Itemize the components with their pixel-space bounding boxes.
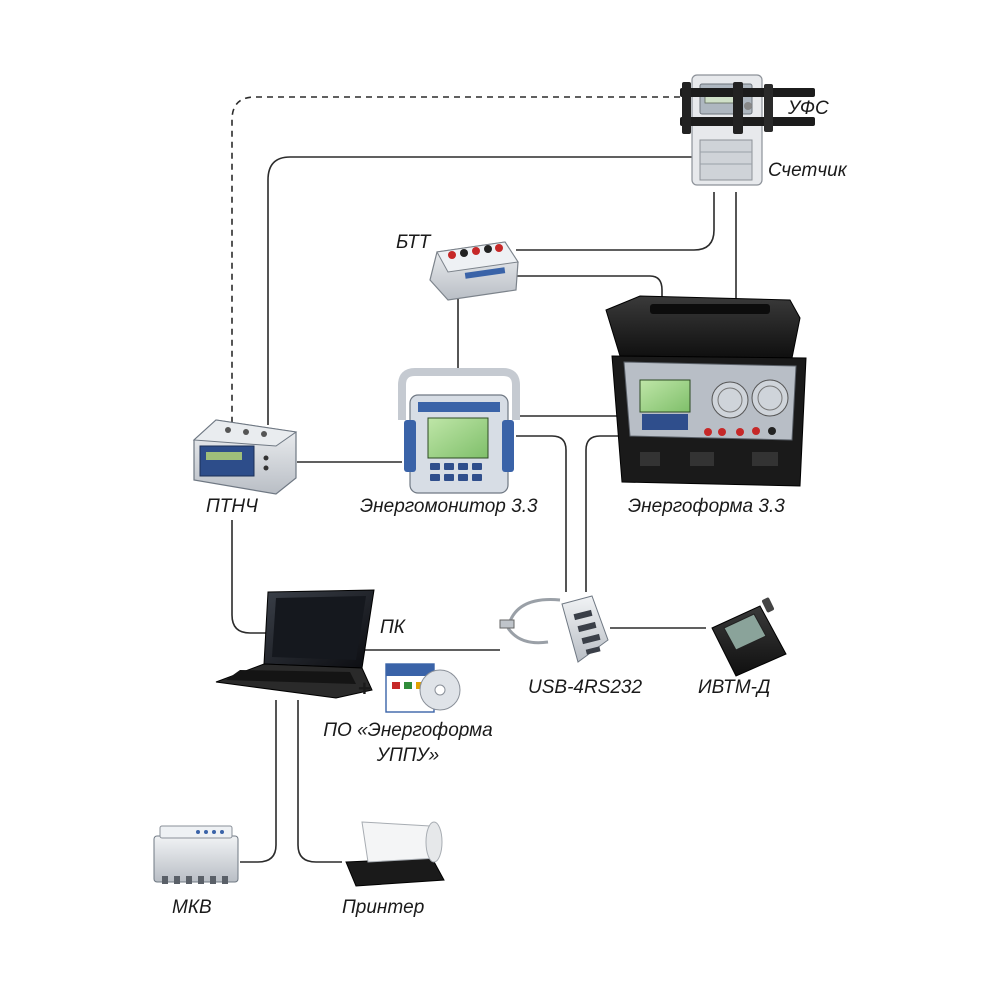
ptnch-device xyxy=(192,419,298,495)
dashed-link-ufs-ptnch xyxy=(231,96,680,425)
link-energoforma-usb xyxy=(585,435,640,592)
link-pc-mkv xyxy=(240,700,277,863)
label-usb: USB-4RS232 xyxy=(528,677,643,698)
label-energomonitor: Энергомонитор 3.3 xyxy=(360,496,538,517)
link-ptnch-pc xyxy=(231,520,268,634)
link-counter-btt xyxy=(516,192,715,251)
energomonitor-device xyxy=(398,368,520,494)
mkv-device xyxy=(153,825,239,884)
label-energoforma: Энергоформа 3.3 xyxy=(628,496,785,517)
label-ptnch: ПТНЧ xyxy=(206,496,258,517)
label-software-line2: УППУ» xyxy=(376,745,440,766)
label-counter: Счетчик xyxy=(768,160,847,181)
usb-hub-device xyxy=(499,595,609,663)
energoforma-device xyxy=(605,295,807,487)
ufs-clamp xyxy=(680,82,815,134)
plus-sign: + xyxy=(358,676,371,701)
laptop-device xyxy=(215,589,375,699)
link-energomonitor-usb xyxy=(516,435,567,592)
connection-lines xyxy=(231,96,737,863)
label-ivtm: ИВТМ-Д xyxy=(698,677,771,698)
link-counter-ptnch xyxy=(267,156,700,425)
link-pc-printer xyxy=(297,700,342,863)
link-btt-energoforma xyxy=(516,275,663,300)
ivtm-device xyxy=(711,597,787,677)
label-btt: БТТ xyxy=(396,232,431,253)
label-software-line1: ПО «Энергоформа xyxy=(323,720,493,741)
label-pc: ПК xyxy=(380,617,405,638)
label-printer: Принтер xyxy=(342,897,425,918)
btt-device xyxy=(429,241,519,301)
label-mkv: МКВ xyxy=(172,897,212,918)
label-ufs: УФС xyxy=(788,98,829,119)
printer-device xyxy=(345,821,445,887)
software-box xyxy=(385,663,461,713)
